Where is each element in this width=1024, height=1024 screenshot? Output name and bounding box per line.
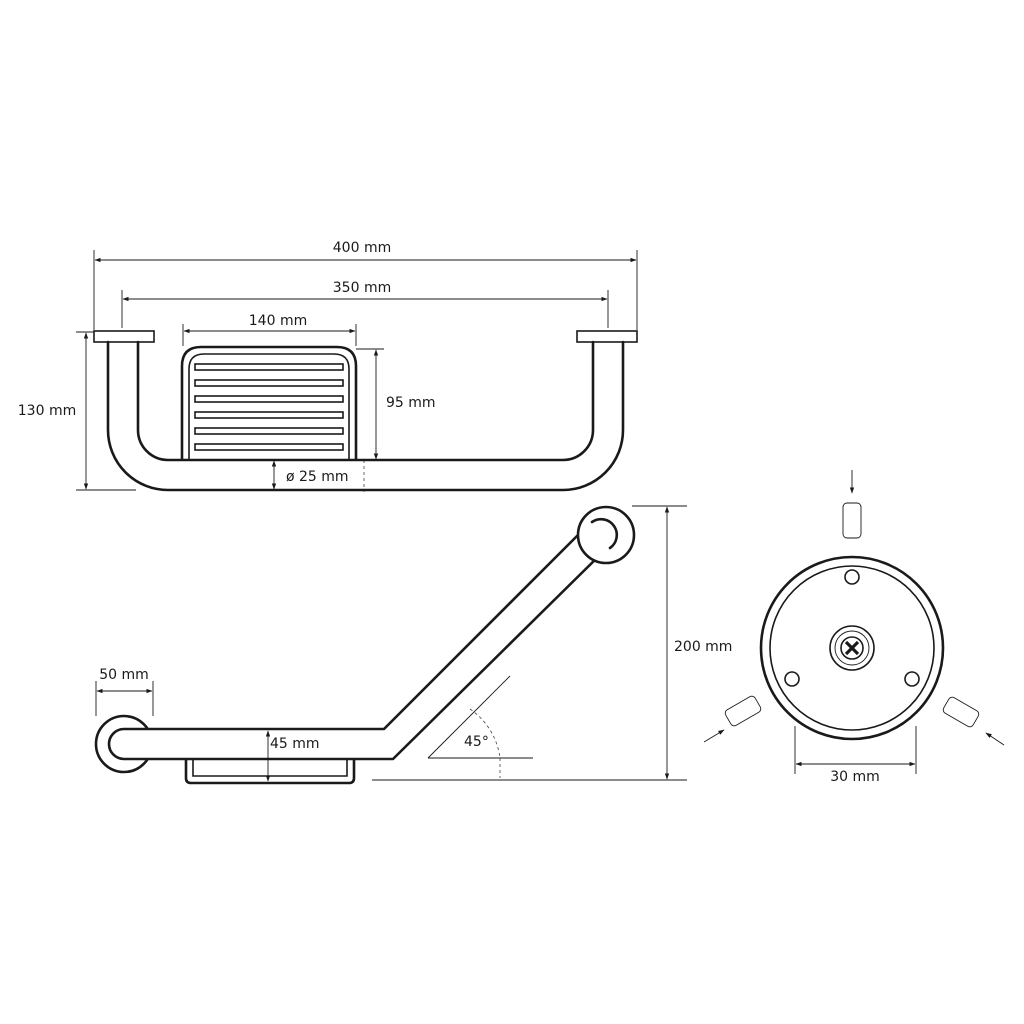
right-flange (576, 330, 638, 343)
soap-basket-front (180, 345, 358, 461)
label-overall-height: 130 mm (18, 403, 76, 419)
left-flange (93, 330, 155, 343)
label-mount-span: 350 mm (333, 280, 391, 296)
dimension-overall-height: 130 mm (18, 331, 136, 491)
dimension-basket-depth: 45 mm (265, 730, 320, 782)
label-rosette-offset: 50 mm (99, 667, 149, 683)
dimension-overall-width: 400 mm (93, 240, 638, 330)
top-view: 50 mm 45 mm 45° (94, 505, 732, 785)
soap-basket-top (184, 758, 356, 785)
label-basket-width: 140 mm (249, 313, 307, 329)
dimension-rosette-diameter: 30 mm (794, 726, 917, 785)
center-screw-icon (829, 625, 875, 671)
rosette-detail: 30 mm (703, 470, 1005, 785)
angled-grab-bar (107, 525, 609, 761)
dimension-basket-width: 140 mm (182, 313, 357, 346)
mounting-hole (784, 671, 800, 687)
label-tube-diameter: ø 25 mm (286, 469, 349, 485)
dimension-rosette-offset: 50 mm (95, 667, 154, 716)
label-rise: 200 mm (674, 639, 732, 655)
set-screw-left (703, 695, 762, 743)
dimension-tube-diameter: ø 25 mm (271, 460, 365, 492)
right-rosette (576, 505, 636, 565)
front-view: 400 mm 350 mm 140 mm 130 mm 95 mm (18, 240, 638, 492)
label-angle: 45° (464, 734, 489, 750)
set-screw-top (842, 470, 862, 539)
set-screw-right (942, 696, 1005, 746)
dimension-mount-span: 350 mm (121, 280, 609, 328)
dimension-rise: 200 mm (372, 505, 732, 781)
grab-bar-tube (106, 340, 625, 492)
dimension-basket-height: 95 mm (356, 348, 436, 460)
label-basket-height: 95 mm (386, 395, 436, 411)
mounting-hole (844, 569, 860, 585)
dimension-angle: 45° (427, 675, 533, 778)
label-rosette-diameter: 30 mm (830, 769, 880, 785)
label-basket-depth: 45 mm (270, 736, 320, 752)
label-overall-width: 400 mm (333, 240, 391, 256)
mounting-hole (904, 671, 920, 687)
